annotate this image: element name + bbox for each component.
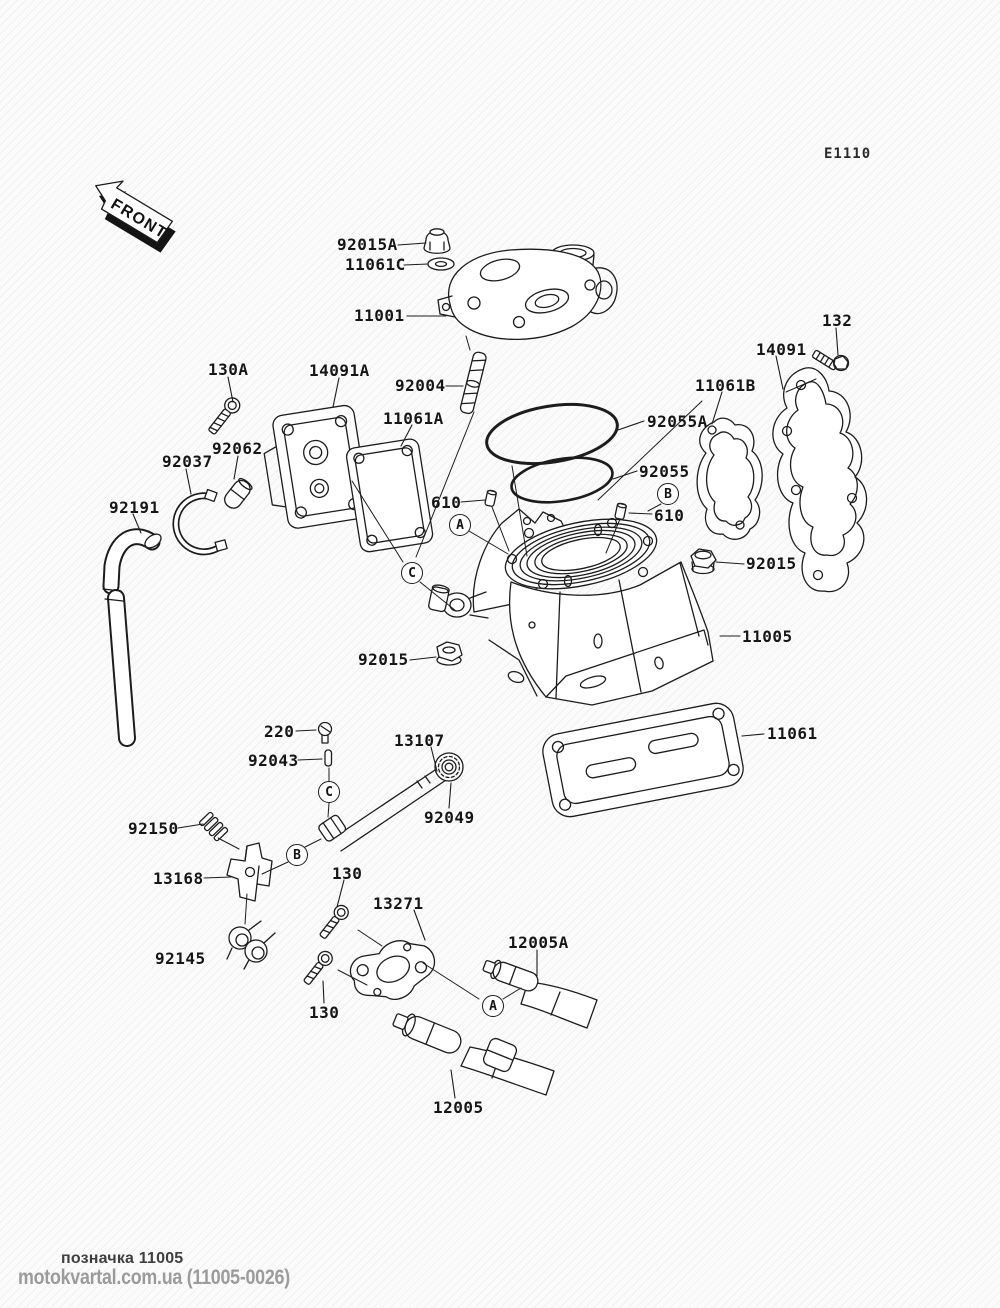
part-label-92004: 92004 — [395, 376, 446, 395]
part-label-92015-right: 92015 — [746, 554, 797, 573]
part-label-130-lower: 130 — [309, 1003, 340, 1022]
callout-a-valve: A — [482, 995, 504, 1017]
part-130-bolt-2 — [303, 950, 333, 985]
part-label-610-right: 610 — [654, 506, 685, 525]
part-132-bolt — [811, 349, 850, 372]
assembly-lines — [217, 335, 817, 1000]
part-label-11001: 11001 — [354, 306, 405, 325]
part-label-11061c: 11061C — [345, 255, 406, 274]
part-11005-cylinder — [428, 508, 714, 706]
part-92037-clamp — [172, 488, 228, 556]
callout-b-lever: B — [286, 844, 308, 866]
part-92015-nut-right — [690, 548, 717, 575]
part-label-92015-left: 92015 — [358, 650, 409, 669]
part-label-13107: 13107 — [394, 731, 445, 750]
part-11061a-cover-gasket — [345, 438, 434, 553]
part-92150-spring — [199, 811, 229, 842]
callout-b-cylinder: B — [657, 483, 679, 505]
part-13271-plate — [349, 940, 436, 1000]
part-label-11061: 11061 — [767, 724, 818, 743]
part-label-92150: 92150 — [128, 819, 179, 838]
part-label-12005a: 12005A — [508, 933, 569, 952]
part-label-13168: 13168 — [153, 869, 204, 888]
part-610-dowel-left — [484, 489, 497, 507]
part-92055a-piston-ring — [485, 402, 619, 466]
part-13168-lever — [226, 842, 273, 902]
part-12005a-exhaust-valve — [482, 959, 598, 1029]
part-label-132: 132 — [822, 311, 853, 330]
watermark-caption: позначка 11005 — [61, 1250, 184, 1267]
part-label-610-left: 610 — [431, 493, 462, 512]
drawing-code: E1110 — [824, 146, 872, 162]
callout-a-cylinder: A — [449, 514, 471, 536]
part-label-12005: 12005 — [433, 1098, 484, 1117]
part-label-92055a: 92055A — [647, 412, 708, 431]
watermark-site: motokvartal.com.ua (11005-0026) — [18, 1266, 290, 1289]
part-label-14091a: 14091A — [309, 361, 370, 380]
part-label-92043: 92043 — [248, 751, 299, 770]
part-13107-rod — [318, 763, 456, 852]
part-label-92062: 92062 — [212, 439, 263, 458]
part-label-130-upper: 130 — [332, 864, 363, 883]
part-label-92049: 92049 — [424, 808, 475, 827]
part-220-screw — [317, 721, 333, 744]
part-92145-springs — [226, 920, 276, 970]
part-label-92145: 92145 — [155, 949, 206, 968]
part-92015-nut-left — [436, 641, 463, 666]
part-label-92037: 92037 — [162, 452, 213, 471]
front-direction-sign: FRONT — [95, 180, 176, 253]
part-92043-pin — [324, 749, 333, 767]
part-label-130a: 130A — [208, 360, 249, 379]
callout-c-rod: C — [318, 781, 340, 803]
part-92049-bearing — [434, 752, 464, 782]
part-92055-piston-ring — [510, 456, 614, 504]
part-label-14091: 14091 — [756, 340, 807, 359]
part-label-13271: 13271 — [373, 894, 424, 913]
part-92062-fitting — [224, 477, 253, 509]
part-11061b-gasket — [696, 417, 763, 540]
part-130a-bolt — [208, 397, 241, 435]
callout-c-cylinder: C — [401, 562, 423, 584]
part-label-220: 220 — [264, 722, 295, 741]
leader-lines — [132, 242, 839, 1099]
part-label-11061b: 11061B — [695, 376, 756, 395]
part-11061c-washer — [427, 257, 455, 271]
part-92004-stud — [459, 351, 487, 415]
part-11001-cylinder-head — [437, 244, 618, 341]
part-11061-base-gasket — [542, 702, 744, 818]
part-92191-hose — [102, 528, 162, 747]
part-14091-cover-gasket — [772, 367, 868, 593]
part-92015a-cap-nut — [423, 228, 451, 254]
part-610-dowel-right — [614, 502, 627, 520]
part-12005-exhaust-valve — [392, 1013, 555, 1096]
part-130-bolt-1 — [319, 904, 349, 939]
part-label-92015a: 92015A — [337, 235, 398, 254]
part-label-11005: 11005 — [742, 627, 793, 646]
part-label-92191: 92191 — [109, 498, 160, 517]
part-label-92055: 92055 — [639, 462, 690, 481]
part-label-11061a: 11061A — [383, 409, 444, 428]
